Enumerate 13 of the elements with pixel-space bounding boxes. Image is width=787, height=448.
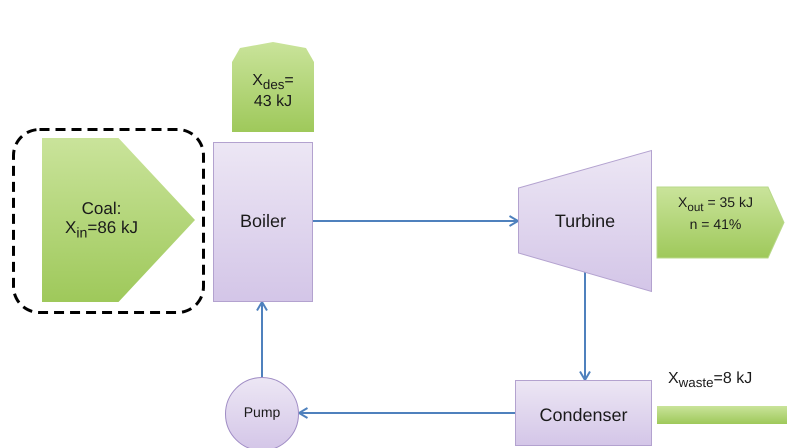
node-label: Pump xyxy=(242,405,282,420)
node-label: X$_{des}$= 43 kJ xyxy=(251,72,295,110)
efficiency-label: n = 41% xyxy=(688,216,742,232)
node-label: X$_{waste}$=8 kJ xyxy=(668,370,754,391)
flow-arrow xyxy=(298,407,515,419)
node-label: Coal: X$_{in}$=86 kJ xyxy=(64,200,139,242)
node-label: Condenser xyxy=(538,406,629,426)
node-label: X$_{out}$ = 35 kJ xyxy=(678,195,754,215)
flow-arrow xyxy=(313,215,519,227)
flow-arrow xyxy=(256,301,268,377)
node-label: Boiler xyxy=(238,212,288,232)
node-label: Turbine xyxy=(554,212,616,232)
flow-arrow xyxy=(579,272,591,381)
